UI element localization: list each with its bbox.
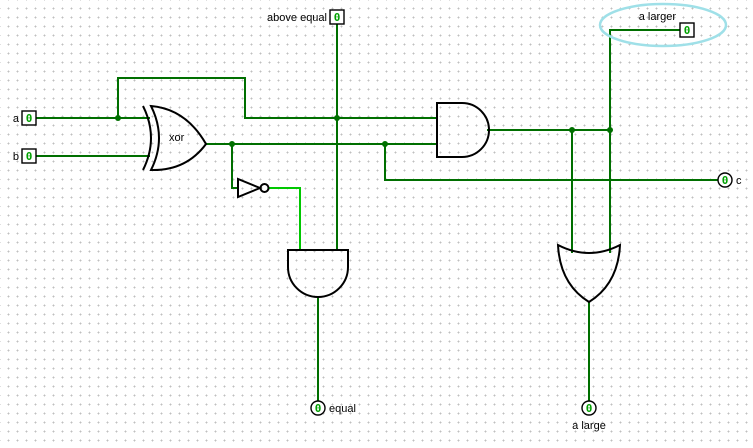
canvas-bottom-edge [0,442,753,448]
pin-b-box[interactable] [21,148,37,164]
pin-a-larger[interactable]: 0 [679,22,695,38]
label-a: a [13,113,20,125]
junction-dot [115,115,121,121]
pin-equal[interactable]: 0 [310,400,326,416]
pin-c-circle[interactable] [717,172,733,188]
label-c: c [736,175,742,187]
pin-above-equal[interactable]: 0 [329,9,345,25]
and-gate[interactable] [436,102,490,158]
pins: 0 0 0 0 0 [21,9,733,416]
pin-equal-value: 0 [315,402,322,415]
not-gate-bubble [259,183,270,193]
junction-dot [229,141,235,147]
label-equal: equal [329,403,356,415]
pin-a[interactable]: 0 [21,110,37,126]
label-above-equal: above equal [267,12,327,24]
label-a-large: a large [572,420,606,432]
not-gate[interactable] [237,177,270,199]
pin-c-value: 0 [722,174,729,187]
and-gate-body [436,102,490,158]
xor-gate-lead-arc [142,105,152,171]
pin-a-value: 0 [26,112,33,125]
xor-gate-label: xor [169,132,185,144]
pin-a-larger-box[interactable] [679,22,695,38]
or-gate[interactable] [556,243,622,304]
pin-a-box[interactable] [21,110,37,126]
pin-b-value: 0 [26,150,33,163]
pin-above-equal-value: 0 [334,11,341,24]
gates: xor [142,102,622,304]
pin-a-larger-value: 0 [684,24,691,37]
xor-gate[interactable]: xor [142,104,208,172]
xor-gate-body [149,104,208,172]
pin-a-large-value: 0 [586,402,593,415]
pin-above-equal-box[interactable] [329,9,345,25]
junction-dot [382,141,388,147]
junction-dots [115,115,613,147]
pin-labels: a b above equal a larger c equal a large [13,11,742,432]
equal-and-gate-body [287,249,349,298]
annotation-ellipse [598,2,728,48]
pin-a-large[interactable]: 0 [581,400,597,416]
pin-c[interactable]: 0 [717,172,733,188]
junction-dot [334,115,340,121]
pin-a-large-circle[interactable] [581,400,597,416]
or-gate-body [556,243,622,304]
label-b: b [13,151,19,163]
junction-dot [569,127,575,133]
pin-equal-circle[interactable] [310,400,326,416]
equal-and-gate[interactable] [287,249,349,298]
junction-dot [607,127,613,133]
pin-b[interactable]: 0 [21,148,37,164]
not-gate-triangle [237,177,263,199]
label-a-larger: a larger [639,11,677,23]
wires [35,23,719,402]
